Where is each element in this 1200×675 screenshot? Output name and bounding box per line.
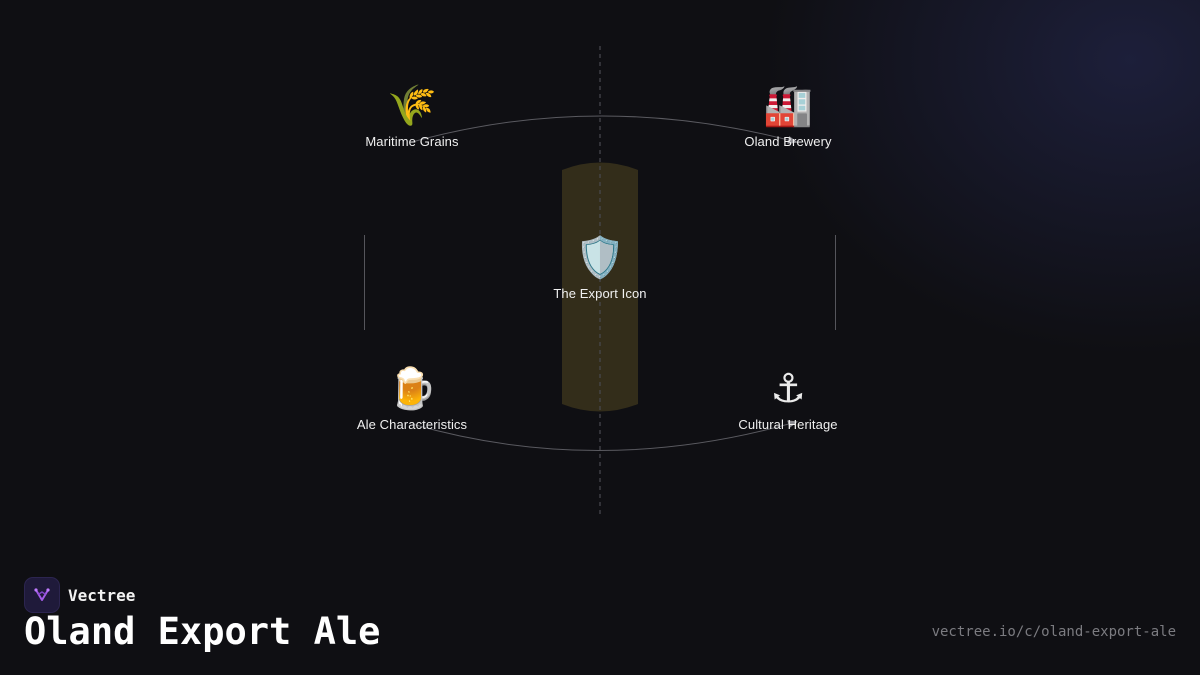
brand-name: Vectree <box>68 585 136 605</box>
node-export-icon[interactable]: 🛡️ The Export Icon <box>520 232 680 301</box>
anchor-icon: ⚓ <box>770 367 806 411</box>
connector-bottom <box>411 420 798 451</box>
vectree-logo-icon <box>24 577 60 613</box>
shield-icon: 🛡️ <box>575 236 625 280</box>
node-label: Cultural Heritage <box>738 417 838 432</box>
page-title: Oland Export Ale <box>24 610 381 653</box>
node-label: Maritime Grains <box>365 134 459 149</box>
wheat-icon: 🌾 <box>387 84 437 128</box>
node-label: The Export Icon <box>553 286 647 301</box>
node-label: Oland Brewery <box>744 134 832 149</box>
share-url[interactable]: vectree.io/c/oland-export-ale <box>931 624 1176 640</box>
node-oland-brewery[interactable]: 🏭 Oland Brewery <box>708 80 868 149</box>
brand[interactable]: Vectree <box>24 577 135 613</box>
node-cultural-heritage[interactable]: ⚓ Cultural Heritage <box>708 363 868 432</box>
connector-top <box>411 115 798 144</box>
beer-mug-icon: 🍺 <box>387 367 437 411</box>
node-ale-characteristics[interactable]: 🍺 Ale Characteristics <box>332 363 492 432</box>
node-label: Ale Characteristics <box>356 417 468 432</box>
factory-icon: 🏭 <box>763 84 813 128</box>
node-maritime-grains[interactable]: 🌾 Maritime Grains <box>332 80 492 149</box>
